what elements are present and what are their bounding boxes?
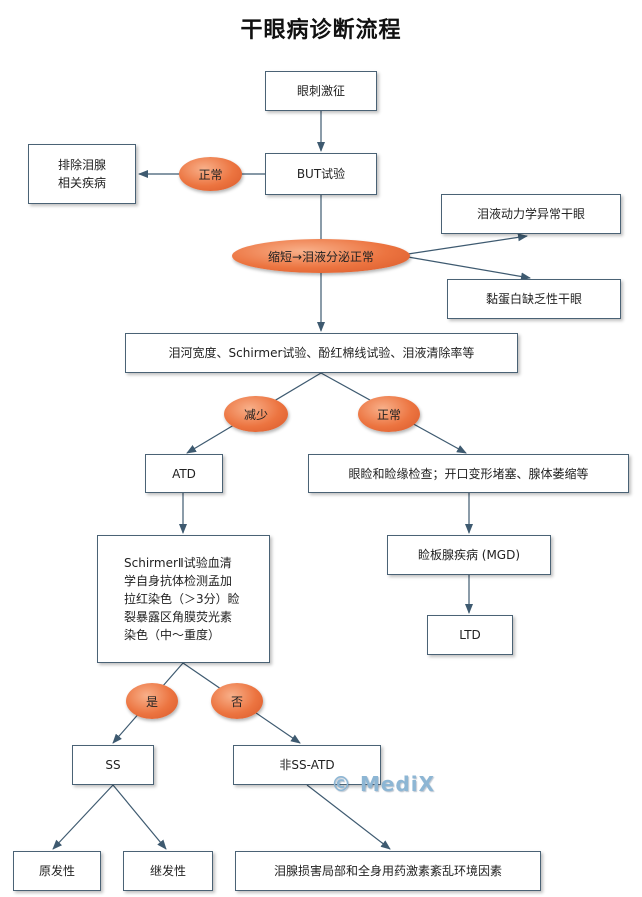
oval-yes: 是 [126,683,178,719]
node-mgd: 睑板腺疾病 (MGD) [387,535,551,575]
node-ltd: LTD [427,615,513,655]
node-ss: SS [72,745,154,785]
node-primary: 原发性 [13,851,101,891]
connector-shortened-to-mucin [407,256,531,281]
node-eyelid-exam: 眼睑和睑缘检查；开口变形堵塞、腺体萎缩等 [308,454,629,493]
oval-no: 否 [211,683,263,719]
node-tear-dynamics: 泪液动力学异常干眼 [441,194,621,234]
oval-normal-2: 正常 [358,396,420,432]
node-mucin-deficiency: 黏蛋白缺乏性干眼 [447,279,621,319]
oval-decreased: 减少 [224,396,288,432]
connector-ss-to-secondary [112,784,167,850]
diagram-title: 干眼病诊断流程 [240,18,402,43]
oval-shortened: 缩短→泪液分泌正常 [232,239,410,273]
connector-shortened-to-tear-dynamics [407,233,528,255]
node-secondary: 继发性 [123,851,213,891]
node-eye-irritation: 眼刺激征 [265,71,377,111]
node-tear-tests: 泪河宽度、Schirmer试验、酚红棉线试验、泪液清除率等 [125,333,518,373]
connector-non-ss-to-causes [306,784,391,850]
node-non-ss-causes: 泪腺损害局部和全身用药激素紊乱环境因素 [235,851,541,891]
node-exclude-lacrimal: 排除泪腺 相关疾病 [28,144,136,204]
node-schirmer-ii: SchirmerⅡ试验血清 学自身抗体检测孟加 拉红染色（＞3分）睑 裂暴露区角… [97,535,270,663]
watermark: © MediX [331,772,436,796]
node-non-ss-atd: 非SS-ATD [233,745,381,785]
oval-normal-1: 正常 [179,157,242,191]
connector-ss-to-primary [52,784,114,850]
node-but-test: BUT试验 [265,153,377,195]
node-atd: ATD [145,454,223,493]
